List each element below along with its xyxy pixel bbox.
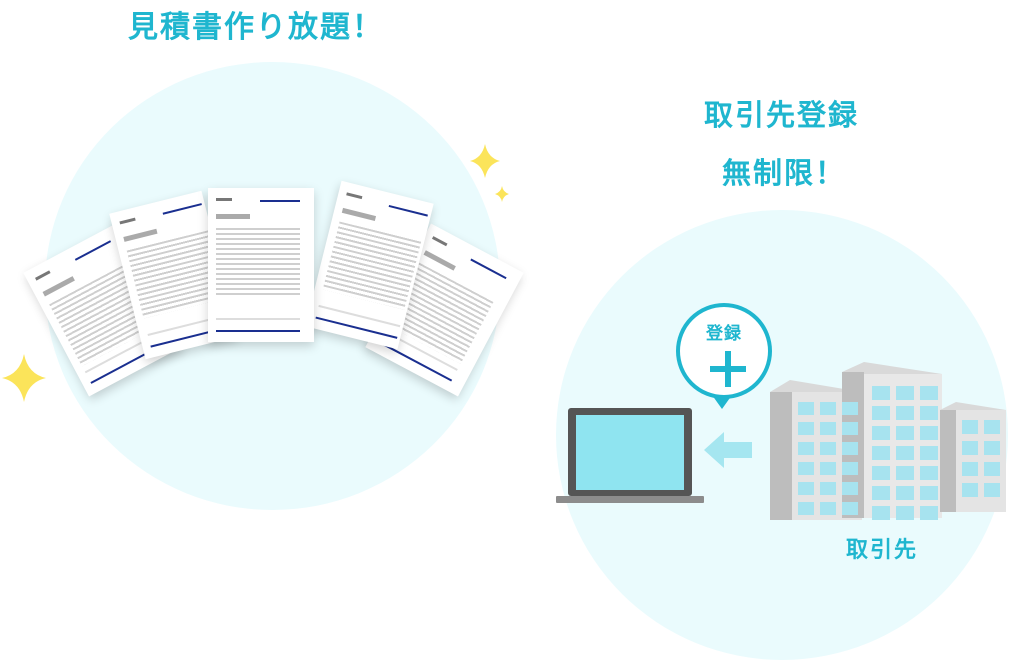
window (896, 466, 914, 480)
register-bubble: 登録 (676, 303, 772, 399)
window (842, 482, 858, 495)
window (872, 486, 890, 500)
window (872, 446, 890, 460)
window (820, 502, 836, 515)
window (896, 486, 914, 500)
building-windows (798, 386, 1000, 520)
window (798, 402, 814, 415)
window (798, 462, 814, 475)
window (798, 422, 814, 435)
window (820, 482, 836, 495)
window (872, 466, 890, 480)
window (962, 420, 978, 434)
window (920, 386, 938, 400)
window (842, 502, 858, 515)
window (896, 406, 914, 420)
window (984, 483, 1000, 497)
window (872, 406, 890, 420)
sparkle-icon (2, 354, 46, 402)
window (798, 502, 814, 515)
arrow-left-icon (704, 432, 752, 468)
window (798, 442, 814, 455)
document-icon (208, 188, 314, 342)
plus-icon (710, 351, 746, 387)
window (872, 506, 890, 520)
window (896, 446, 914, 460)
window (984, 420, 1000, 434)
window (920, 426, 938, 440)
window (896, 506, 914, 520)
window (920, 406, 938, 420)
heading-unlimited: 無制限！ (722, 156, 847, 190)
window (820, 402, 836, 415)
window (920, 506, 938, 520)
client-label: 取引先 (846, 538, 919, 563)
heading-estimate: 見積書作り放題！ (128, 10, 384, 45)
window (984, 441, 1000, 455)
window (962, 462, 978, 476)
window (842, 462, 858, 475)
window (920, 486, 938, 500)
sparkle-icon (470, 144, 500, 178)
window (842, 442, 858, 455)
window (820, 442, 836, 455)
heading-client-register: 取引先登録 (704, 98, 860, 132)
window (920, 446, 938, 460)
window (896, 386, 914, 400)
window (920, 466, 938, 480)
bubble-tail (712, 395, 732, 409)
bubble-label: 登録 (706, 324, 742, 344)
laptop-icon (556, 408, 704, 503)
window (872, 386, 890, 400)
window (872, 426, 890, 440)
window (842, 402, 858, 415)
sparkle-icon (495, 186, 509, 202)
window (984, 462, 1000, 476)
window (962, 441, 978, 455)
window (896, 426, 914, 440)
window (962, 483, 978, 497)
window (820, 462, 836, 475)
window (842, 422, 858, 435)
window (820, 422, 836, 435)
window (798, 482, 814, 495)
